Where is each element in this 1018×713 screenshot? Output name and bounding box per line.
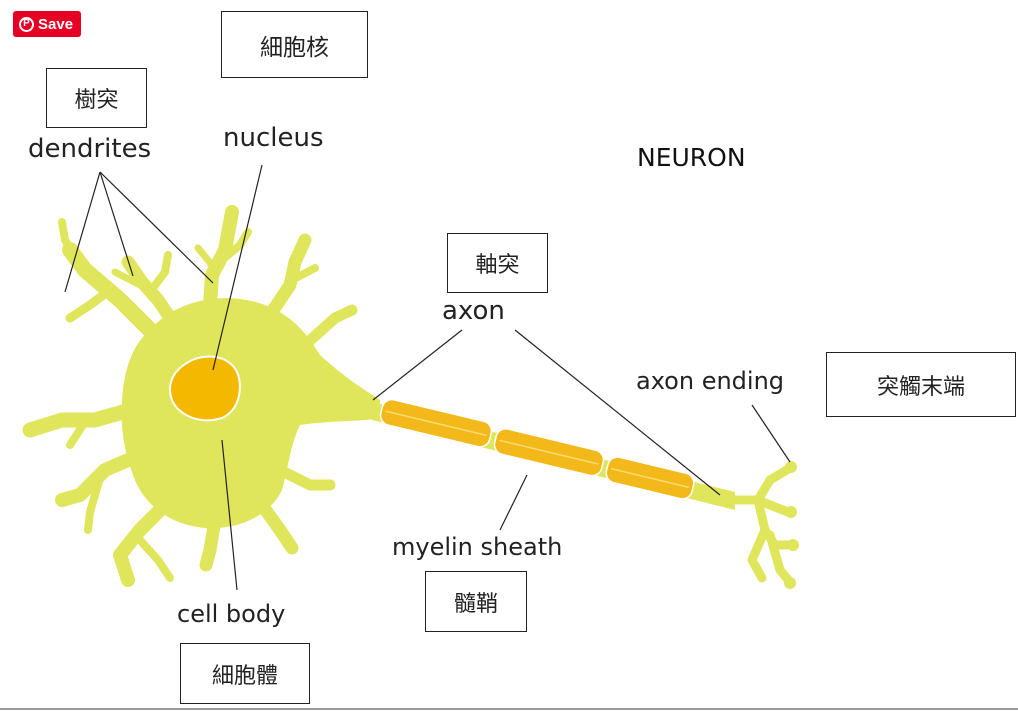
diagram-title: NEURON: [637, 143, 746, 172]
myelin-sheath-label: myelin sheath: [392, 533, 562, 561]
dendrites-label: dendrites: [28, 134, 151, 164]
axon-label: axon: [442, 296, 505, 326]
bottom-divider: [0, 708, 1018, 710]
dendrites-zh-box: 樹突: [46, 68, 147, 128]
myelin-sheath-zh-box: 髓鞘: [425, 571, 527, 632]
nucleus-zh-box: 細胞核: [221, 11, 368, 78]
cell-body-zh-box: 細胞體: [180, 643, 310, 704]
myelin-sheath-segments: [378, 398, 695, 501]
axon-ending-zh-box: 突觸末端: [826, 352, 1016, 417]
axon-zh-box: 軸突: [447, 233, 548, 293]
axon-terminal-bulbs: [784, 461, 799, 589]
axon-terminal-shape: [728, 468, 792, 582]
cell-body-label: cell body: [177, 600, 285, 628]
nucleus-label: nucleus: [223, 123, 324, 153]
axon-ending-label: axon ending: [636, 367, 784, 395]
